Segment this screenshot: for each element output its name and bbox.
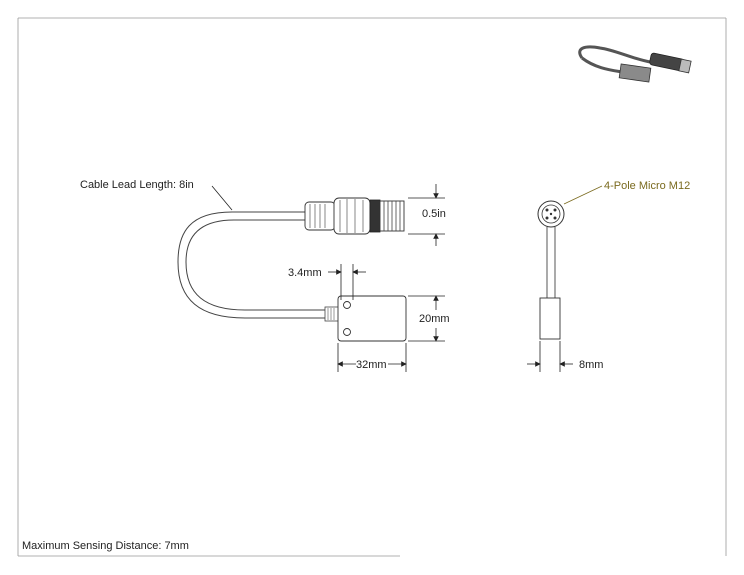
body-height-label: 20mm — [419, 313, 450, 325]
hole-offset-label: 3.4mm — [288, 267, 322, 279]
body-width-dimension — [337, 343, 407, 372]
connector-type-label: 4-Pole Micro M12 — [604, 180, 690, 192]
body-thickness-dimension — [527, 341, 573, 372]
sensor-side-view — [537, 200, 565, 340]
cable-inner — [185, 219, 325, 311]
body-thickness-label: 8mm — [579, 359, 603, 371]
cable-lead-label: Cable Lead Length: 8in — [80, 179, 194, 191]
body-height-dimension — [408, 295, 445, 342]
hole-offset-dimension — [328, 264, 366, 300]
connector-type-leader — [563, 185, 603, 205]
cable-outer — [177, 211, 325, 319]
sensing-distance-note: Maximum Sensing Distance: 7mm — [22, 540, 189, 552]
product-thumbnail — [578, 45, 692, 83]
body-width-label: 32mm — [356, 359, 387, 371]
m12-connector-side — [304, 197, 405, 235]
sensor-body-front — [324, 295, 407, 342]
connector-diameter-dimension — [408, 184, 445, 246]
drawing-border — [17, 17, 727, 557]
connector-diameter-label: 0.5in — [422, 208, 446, 220]
cable-leader-line — [211, 185, 233, 211]
